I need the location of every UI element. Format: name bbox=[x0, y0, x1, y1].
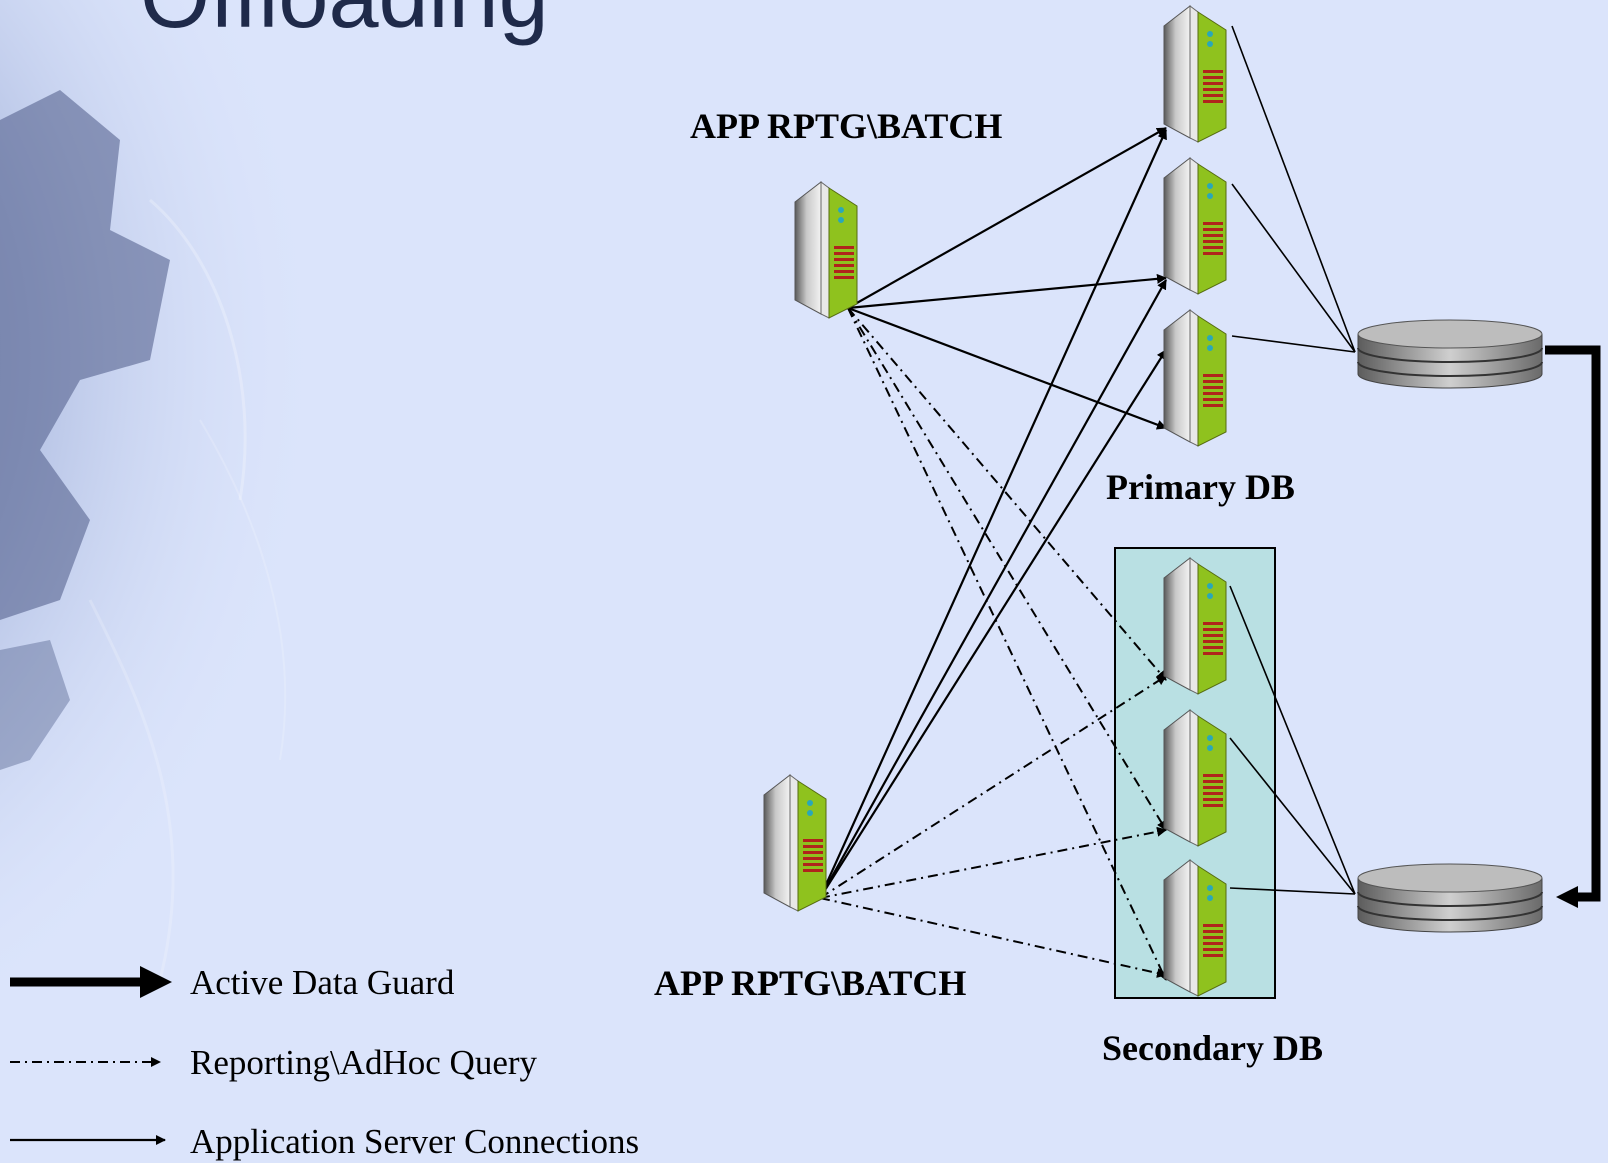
primary-db-label: Primary DB bbox=[1106, 467, 1295, 507]
secondary-db-label: Secondary DB bbox=[1102, 1028, 1324, 1068]
secondary-storage-disk-icon bbox=[1357, 863, 1543, 933]
application-server-connections bbox=[818, 127, 1168, 899]
reporting-adhoc-connections bbox=[819, 307, 1167, 981]
secondary-db-server-1-icon bbox=[1163, 557, 1227, 695]
secondary-db-server-3-icon bbox=[1163, 859, 1227, 997]
page-title: Offloading bbox=[140, 0, 549, 42]
app-top-label: APP RPTG\BATCH bbox=[690, 106, 1003, 146]
app-server-top-icon bbox=[794, 181, 858, 319]
primary-storage-disk-icon bbox=[1357, 319, 1543, 389]
primary-db-server-3-icon bbox=[1163, 309, 1227, 447]
legend-thick-solid-arrowhead bbox=[140, 966, 172, 998]
legend-application-server-connections: Application Server Connections bbox=[190, 1122, 640, 1161]
legend-active-data-guard: Active Data Guard bbox=[190, 963, 455, 1002]
legend-reporting-adhoc-query: Reporting\AdHoc Query bbox=[190, 1043, 538, 1082]
active-data-guard-connector bbox=[1545, 345, 1601, 908]
app-bottom-label: APP RPTG\BATCH bbox=[654, 963, 967, 1003]
primary-db-server-2-icon bbox=[1163, 157, 1227, 295]
primary-db-server-1-icon bbox=[1163, 5, 1227, 143]
secondary-db-server-2-icon bbox=[1163, 709, 1227, 847]
app-server-bottom-icon bbox=[763, 774, 827, 912]
db-to-storage-lines bbox=[1229, 25, 1356, 895]
